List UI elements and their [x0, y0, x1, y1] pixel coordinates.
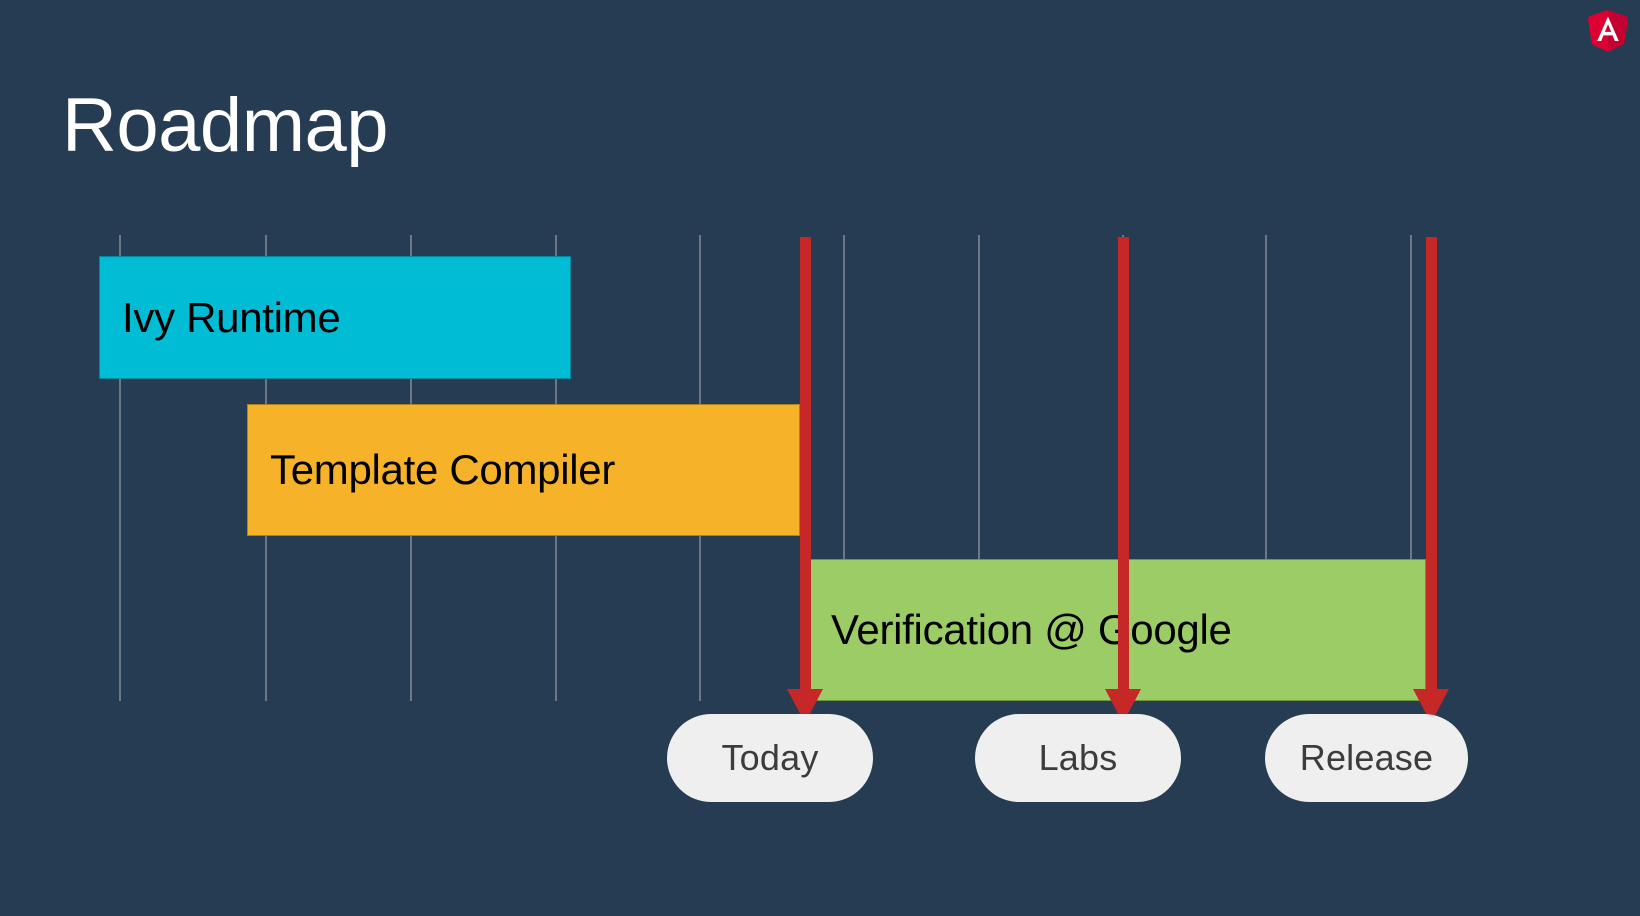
- milestone-stem: [1426, 237, 1437, 689]
- milestone-pill-today[interactable]: Today: [667, 714, 873, 802]
- milestone-pill-label: Today: [721, 737, 819, 778]
- milestone-pill-label: Labs: [1038, 737, 1118, 778]
- gridline: [1265, 235, 1267, 701]
- milestone-pill-label: Release: [1299, 737, 1434, 778]
- gantt-bar-verification-google[interactable]: Verification @ Google: [808, 559, 1426, 701]
- gridline: [119, 235, 121, 701]
- gridline: [978, 235, 980, 701]
- page-title: Roadmap: [62, 83, 389, 168]
- angular-logo: [1588, 10, 1628, 52]
- gridline: [1410, 235, 1412, 701]
- gridline: [843, 235, 845, 701]
- milestone-pill-release[interactable]: Release: [1265, 714, 1468, 802]
- milestone-stem: [800, 237, 811, 689]
- gantt-bar-ivy-runtime[interactable]: Ivy Runtime: [99, 256, 571, 379]
- milestone-stem: [1118, 237, 1129, 689]
- milestone-pill-labs[interactable]: Labs: [975, 714, 1181, 802]
- gantt-bar-template-compiler[interactable]: Template Compiler: [247, 404, 800, 536]
